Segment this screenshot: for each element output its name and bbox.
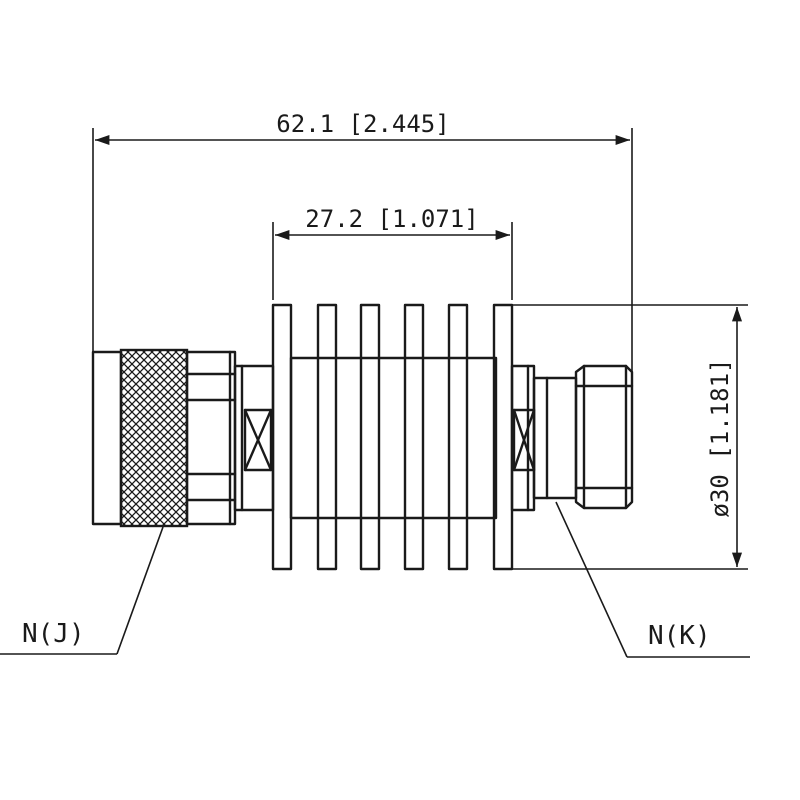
left-connector-label: N(J)	[22, 619, 85, 649]
right-connector-nplug	[510, 364, 634, 512]
right-hex-flange	[574, 364, 634, 510]
fin-3	[359, 303, 381, 571]
left-neck	[233, 364, 275, 512]
diameter-dimension: ø30 [1.181]	[512, 304, 748, 570]
fin-length-dimension: 27.2 [1.071]	[272, 205, 513, 300]
overall-length-dimension: 62.1 [2.445]	[92, 110, 633, 378]
fin-5	[447, 303, 469, 571]
left-connector-njack	[91, 348, 275, 528]
left-hex-body	[185, 350, 237, 526]
left-thread-section	[243, 408, 273, 472]
right-connector-label: N(K)	[648, 621, 711, 651]
right-label-group: N(K)	[555, 501, 750, 658]
heatsink	[271, 303, 514, 571]
left-leader-line	[116, 526, 164, 655]
right-leader-line	[555, 501, 628, 658]
fin-4	[403, 303, 425, 571]
left-connector-nose	[91, 350, 123, 526]
heatsink-core	[289, 356, 498, 520]
fin-2	[316, 303, 338, 571]
knurled-coupling-nut	[119, 348, 189, 528]
overall-length-text: 62.1 [2.445]	[276, 110, 449, 138]
right-body	[532, 376, 578, 500]
diameter-text: ø30 [1.181]	[706, 359, 734, 518]
fin-1	[271, 303, 293, 571]
fin-length-text: 27.2 [1.071]	[305, 205, 478, 233]
left-label-group: N(J)	[0, 526, 164, 655]
